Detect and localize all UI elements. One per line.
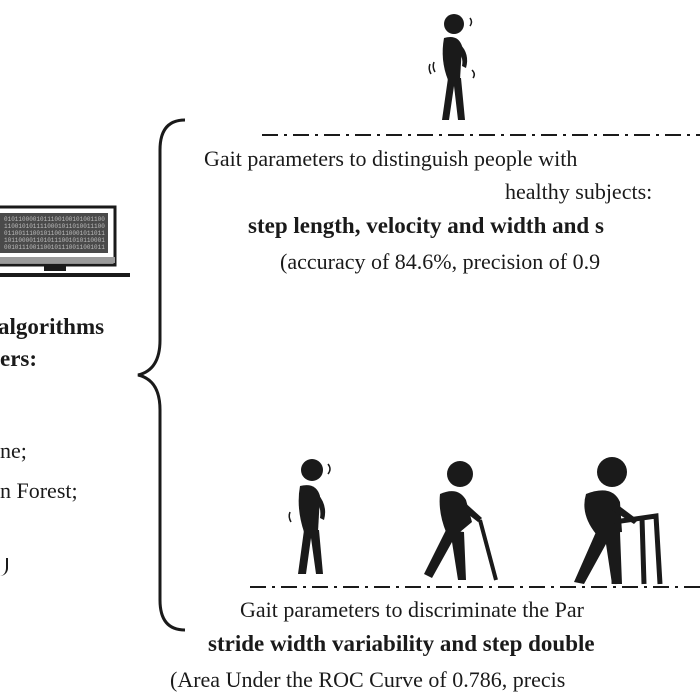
bottom-heading: Gait parameters to discriminate the Par: [240, 597, 584, 622]
bottom-metrics: (Area Under the ROC Curve of 0.786, prec…: [170, 667, 566, 692]
left-fragment-mark: [0, 558, 8, 576]
svg-text:1011000011010111001010110001: 1011000011010111001010110001: [4, 237, 105, 244]
elderly-cane-figure-icon: [424, 461, 498, 581]
curly-brace: [137, 118, 186, 632]
svg-text:0101100001011100100101001100: 0101100001011100100101001100: [4, 216, 105, 223]
top-metrics: (accuracy of 84.6%, precision of 0.9: [280, 249, 601, 274]
left-list-item-1: ne;: [0, 438, 27, 463]
top-divider: [262, 134, 700, 136]
bottom-parameters: stride width variability and step double: [208, 631, 595, 656]
parkinson-figure-icon: [428, 14, 476, 120]
elderly-walker-figure-icon: [574, 457, 663, 585]
top-parameters: step length, velocity and width and s: [248, 213, 604, 238]
top-heading-line2: healthy subjects:: [505, 179, 653, 204]
svg-text:0110011100101100110001011011: 0110011100101100110001011011: [4, 230, 105, 237]
svg-text:0010111001100101110011001011: 0010111001100101110011001011: [4, 244, 105, 251]
svg-text:1100101011110001011010011100: 1100101011110001011010011100: [4, 223, 105, 230]
left-list-item-2: n Forest;: [0, 478, 78, 503]
top-heading-line1: Gait parameters to distinguish people wi…: [204, 146, 578, 171]
left-title-line1: algorithms: [0, 314, 105, 339]
parkinson-figure-icon: [288, 459, 331, 574]
left-title-line2: ers:: [0, 346, 38, 371]
computer-icon: 0101100001011100100101001100 11001010111…: [0, 205, 130, 277]
bottom-divider: [250, 586, 700, 588]
